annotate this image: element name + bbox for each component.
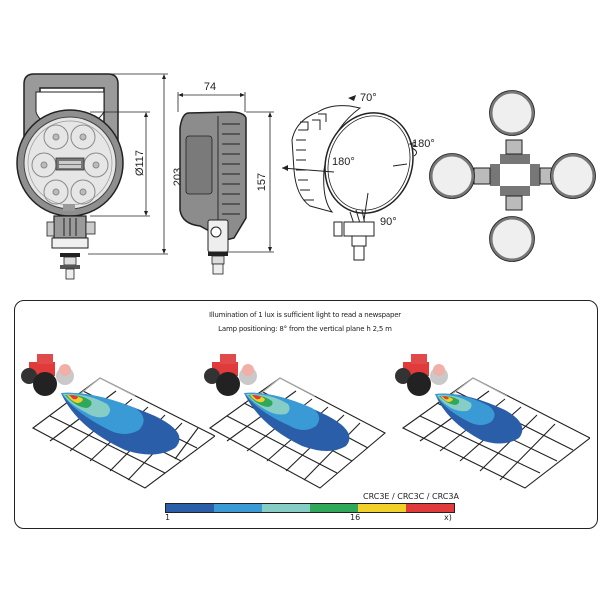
legend-tick-max: x) [444,513,452,522]
illumination-caption-line2: Lamp positioning: 8° from the vertical p… [218,325,392,333]
plot-crc3a [395,354,590,489]
front-view-lamp-drawing [16,73,168,280]
side-depth-dimension: 74 [203,81,217,93]
illumination-panel [14,300,598,529]
rotation-angle-top: 70° [360,92,377,104]
legend-color-scale [165,503,455,513]
illumination-caption-line1: Illumination of 1 lux is sufficient ligh… [209,311,401,319]
tractor-icon [204,354,257,396]
plot-crc3c [204,354,386,489]
legend-title: CRC3E / CRC3C / CRC3A [363,492,459,501]
front-diameter-dimension: Ø117 [134,149,146,177]
side-height-dimension: 157 [256,172,268,192]
legend-tick-min: 1 [165,513,171,522]
rotation-view-lamp-drawing [281,95,418,261]
legend-swatch-1 [166,504,214,512]
legend-swatch-6 [406,504,454,512]
legend-swatch-5 [358,504,406,512]
tractor-icon [21,354,74,396]
plot-crc3e [21,354,215,489]
rotation-angle-right: 180° [412,138,435,150]
legend-swatch-3 [262,504,310,512]
rotation-angle-bottom: 90° [380,216,397,228]
legend-swatch-2 [214,504,262,512]
tractor-icon [395,354,448,396]
cluster-view-lamps-drawing [429,90,596,262]
side-view-lamp-drawing [177,92,274,275]
rotation-angle-left: 180° [332,156,355,168]
legend-tick-mid: 16 [350,513,361,522]
legend-swatch-4 [310,504,358,512]
